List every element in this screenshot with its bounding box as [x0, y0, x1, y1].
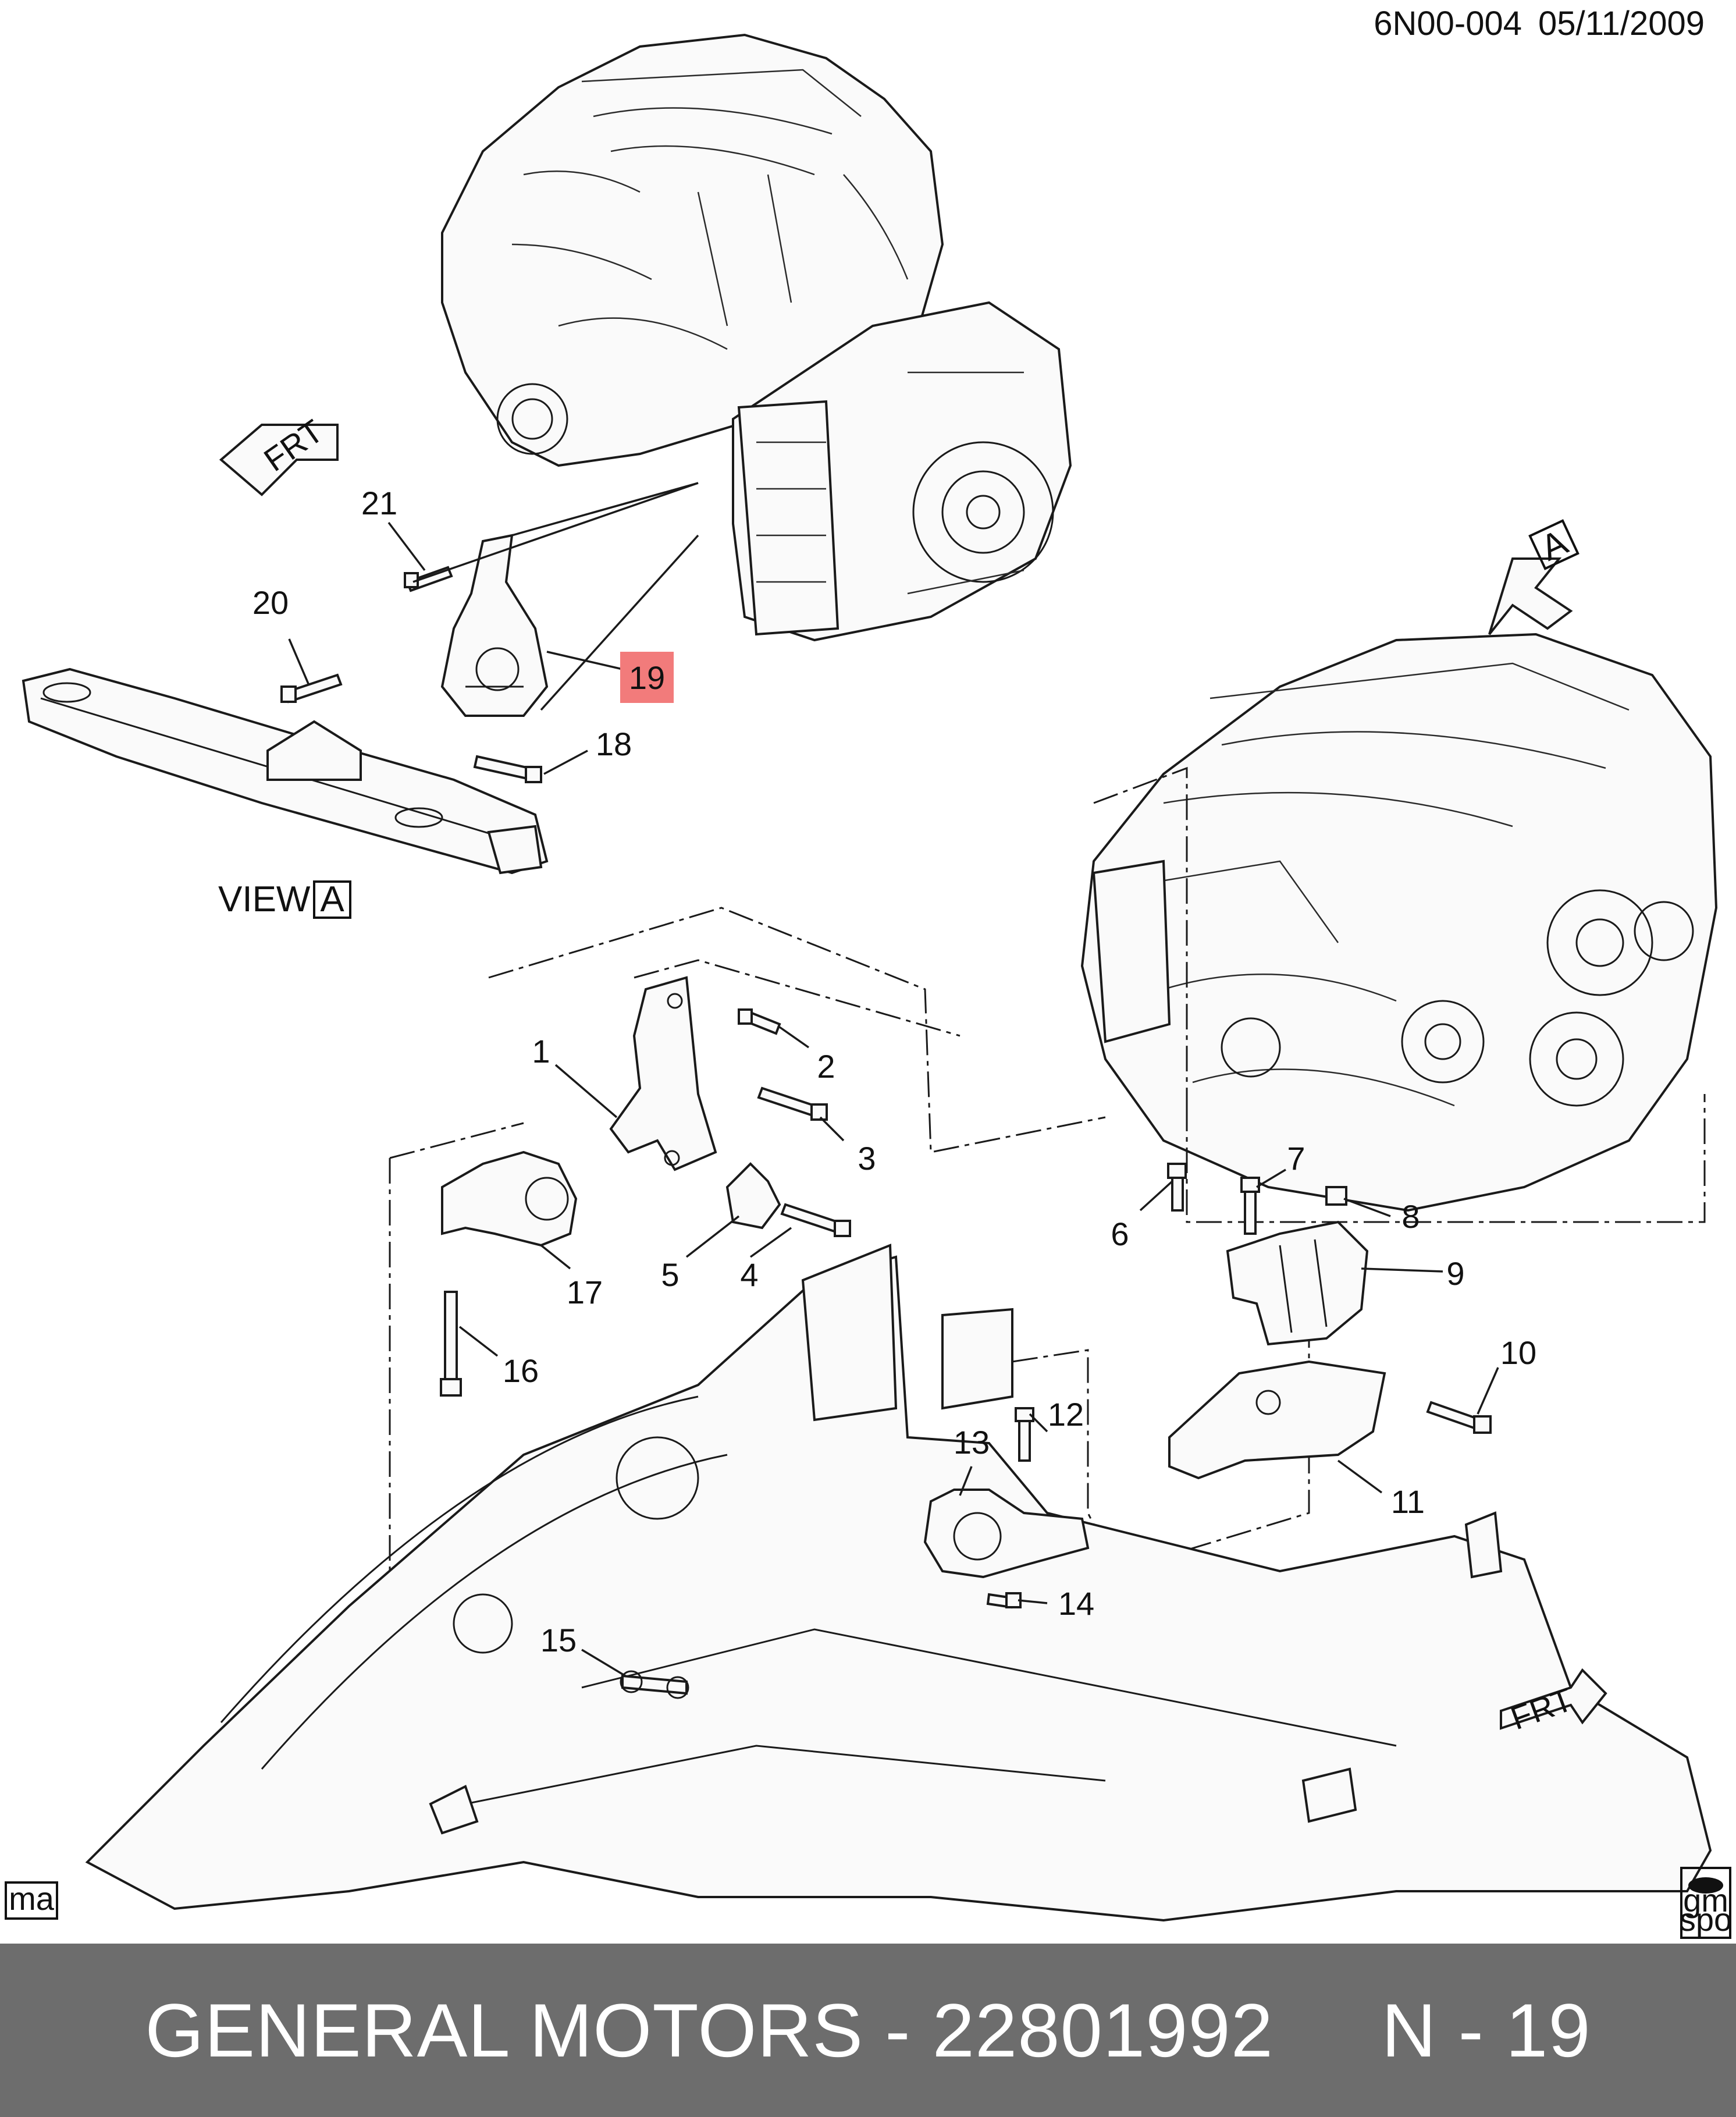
callout-18: 18 [596, 726, 632, 762]
view-a-crossmember [22, 667, 549, 875]
engine-mount-19 [440, 534, 549, 717]
svg-text:A: A [320, 879, 344, 919]
bolt-10 [1426, 1401, 1492, 1434]
engine-mount-9 [1226, 1220, 1369, 1346]
callout-19: 19 [629, 659, 665, 696]
svg-text:ma: ma [9, 1880, 55, 1917]
gm-spo-logo: gm spo [1680, 1867, 1732, 1939]
svg-text:VIEW: VIEW [218, 879, 311, 919]
callout-20: 20 [252, 584, 289, 621]
svg-text:spo: spo [1680, 1901, 1732, 1938]
callout-9: 9 [1446, 1255, 1464, 1292]
callout-15: 15 [540, 1622, 577, 1658]
callout-19-highlight [620, 652, 674, 703]
corner-mark-left: ma [5, 1880, 58, 1920]
callout-17: 17 [567, 1274, 603, 1310]
upper-engine-assembly [441, 33, 1072, 642]
washer-5 [725, 1162, 781, 1230]
callout-12: 12 [1048, 1396, 1084, 1433]
view-a-label: VIEW A [218, 879, 351, 919]
front-direction-arrow-top: FRT [219, 413, 339, 496]
bolt-18 [473, 755, 542, 783]
callout-1: 1 [532, 1033, 550, 1070]
callout-21: 21 [361, 485, 397, 521]
callout-5: 5 [661, 1256, 679, 1293]
view-direction-arrow-a: A [1488, 519, 1580, 635]
bolt-6 [1167, 1163, 1187, 1212]
engine-mount-17 [441, 1150, 578, 1247]
subframe-rail [85, 1244, 1712, 1922]
callout-10: 10 [1500, 1334, 1536, 1371]
footer-brand: GENERAL MOTORS [145, 1988, 864, 2073]
svg-text:gm: gm [1683, 1882, 1728, 1919]
footer-code: N - 19 [1381, 1988, 1591, 2073]
callout-13: 13 [954, 1424, 990, 1461]
callout-3: 3 [858, 1140, 876, 1177]
callout-8: 8 [1401, 1198, 1420, 1235]
callout-16: 16 [503, 1352, 539, 1389]
footer-separator: - [863, 1988, 933, 2073]
bolt-16 [440, 1291, 462, 1397]
engine-mount-13 [923, 1489, 1090, 1579]
bolt-20 [280, 673, 343, 704]
footer-bar: GENERAL MOTORS - 22801992 N - 19 [0, 1944, 1736, 2117]
bolt-3 [757, 1086, 828, 1121]
link-15 [620, 1670, 689, 1699]
callout-4: 4 [740, 1256, 758, 1293]
bolt-4 [780, 1203, 851, 1237]
bolt-2 [738, 1008, 781, 1035]
footer-part-number: 22801992 [932, 1988, 1274, 2073]
bolt-12 [1015, 1407, 1034, 1462]
callout-14: 14 [1058, 1585, 1094, 1622]
callout-7: 7 [1287, 1140, 1305, 1177]
front-direction-arrow-bottom: FRT [1500, 1668, 1607, 1736]
footer-part-info: GENERAL MOTORS - 22801992 N - 19 [145, 1987, 1591, 2074]
callout-11: 11 [1391, 1483, 1425, 1520]
callout-2: 2 [817, 1048, 835, 1085]
callout-6: 6 [1111, 1216, 1129, 1252]
lower-engine-assembly [1080, 633, 1718, 1212]
mount-bracket-1 [609, 976, 717, 1171]
nut-8 [1325, 1186, 1347, 1206]
footer-gap [1273, 1988, 1382, 2073]
bracket-11 [1168, 1360, 1386, 1480]
